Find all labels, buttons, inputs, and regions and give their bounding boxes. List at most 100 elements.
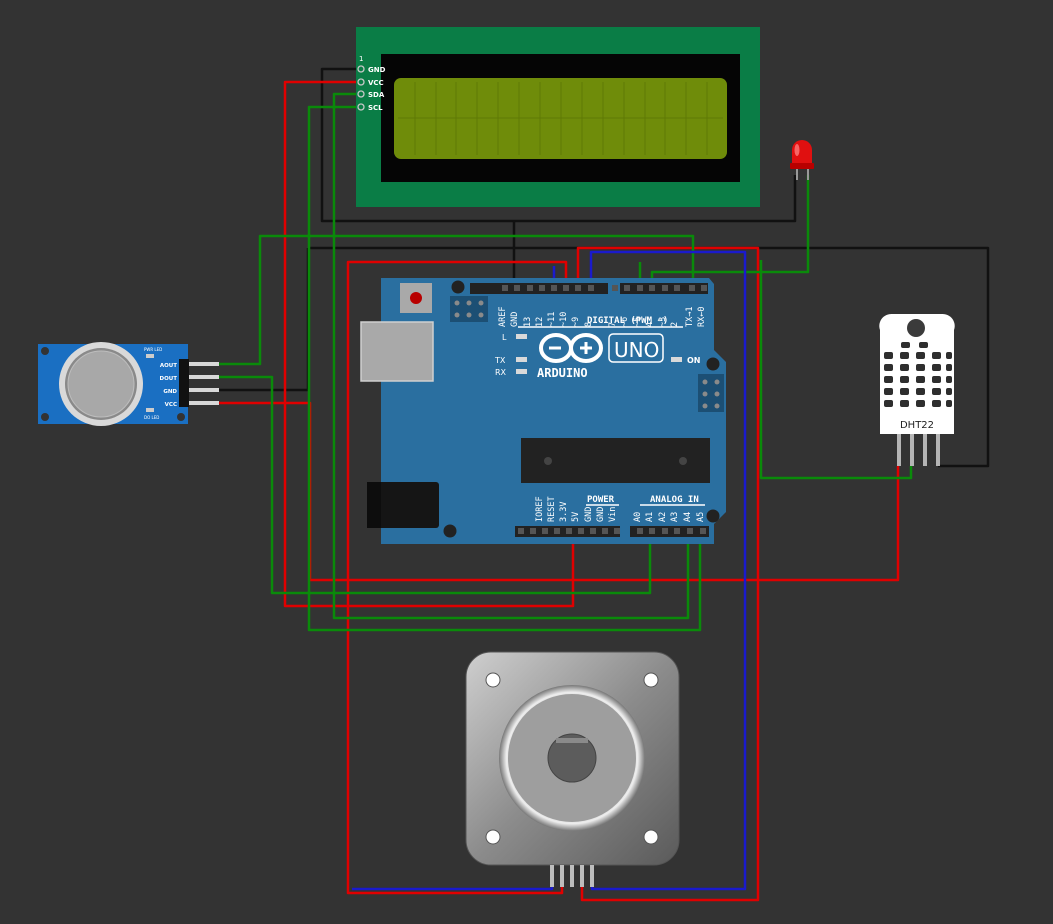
- power-jack: [369, 482, 439, 528]
- header-hole[interactable]: [649, 528, 655, 534]
- header-hole[interactable]: [689, 285, 695, 291]
- usb-connector: [360, 321, 434, 382]
- power-pin-label: GND: [596, 507, 606, 522]
- led-L: [516, 334, 527, 339]
- analog-pin-label: A3: [670, 512, 680, 522]
- lcd-pin-holes: [357, 65, 365, 111]
- lcd-char-grid: [398, 82, 723, 155]
- icsp-header-2: [698, 374, 724, 412]
- header-hole[interactable]: [590, 528, 596, 534]
- digital-pin-label: 7: [608, 322, 618, 327]
- header-hole[interactable]: [588, 285, 594, 291]
- header-hole[interactable]: [687, 528, 693, 534]
- digital-pin-label: 8: [584, 322, 594, 327]
- header-hole[interactable]: [502, 285, 508, 291]
- digital-pin-label: ~6: [620, 317, 630, 327]
- digital-pin-label: ~5: [633, 317, 643, 327]
- red-led[interactable]: [790, 140, 814, 180]
- dht-label: DHT22: [900, 420, 934, 431]
- power-header-label: POWER: [587, 495, 615, 505]
- lcd-pin-scl: SCL: [368, 104, 383, 112]
- digital-pin-label: RX←0: [697, 307, 707, 327]
- wire-gas-gnd[interactable]: [215, 248, 310, 392]
- gas-pin-aout: AOUT: [160, 363, 177, 369]
- digital-pin-label: 4: [645, 322, 655, 327]
- header-hole[interactable]: [551, 285, 557, 291]
- wire-gas-dout[interactable]: [215, 375, 652, 595]
- header-hole[interactable]: [674, 285, 680, 291]
- wire-gas-aout[interactable]: [215, 234, 695, 366]
- header-hole[interactable]: [530, 528, 536, 534]
- header-hole[interactable]: [700, 528, 706, 534]
- analog-pin-label: A0: [633, 512, 643, 522]
- header-hole[interactable]: [637, 528, 643, 534]
- power-pin-label: Vin: [608, 507, 618, 522]
- led-TX: [516, 357, 527, 362]
- wire-lcd-gnd[interactable]: [320, 67, 797, 223]
- lcd-pin1-marker: 1: [359, 55, 363, 63]
- header-hole[interactable]: [527, 285, 533, 291]
- gas-sensor-module[interactable]: PWR LED DO LED AOUT DOUT GND VCC: [38, 342, 219, 426]
- header-hole[interactable]: [539, 285, 545, 291]
- do-led-label: DO LED: [144, 415, 159, 420]
- wire-red-d10[interactable]: [346, 260, 568, 895]
- icsp-header: [450, 296, 488, 322]
- header-hole[interactable]: [662, 528, 668, 534]
- header-hole[interactable]: [602, 528, 608, 534]
- arduino-model: UNO: [614, 338, 659, 362]
- dht-pins: [897, 434, 940, 466]
- wire-blue-d8[interactable]: [589, 250, 747, 891]
- lcd-pin-sda: SDA: [368, 91, 385, 99]
- header-holes: [502, 285, 707, 534]
- analog-pin-label: A1: [645, 512, 655, 522]
- led-RX: [516, 369, 527, 374]
- analog-pin-label: A2: [658, 512, 668, 522]
- stepper-motor[interactable]: [465, 651, 680, 887]
- header-hole[interactable]: [514, 285, 520, 291]
- dht22-sensor[interactable]: DHT22: [879, 313, 955, 466]
- header-hole[interactable]: [554, 528, 560, 534]
- wire-dht-data[interactable]: [759, 260, 913, 480]
- header-hole[interactable]: [637, 285, 643, 291]
- gas-pin-gnd: GND: [163, 389, 177, 395]
- power-pin-label: 5V: [571, 512, 581, 522]
- led-TX-label: TX: [494, 356, 506, 365]
- power-pin-label: 3.3V: [559, 502, 569, 522]
- header-hole[interactable]: [649, 285, 655, 291]
- lcd-pin-gnd: GND: [368, 66, 386, 74]
- header-hole[interactable]: [563, 285, 569, 291]
- header-hole[interactable]: [612, 285, 618, 291]
- wire-lcd-scl[interactable]: [307, 105, 702, 632]
- led-ON-label: ON: [687, 356, 701, 365]
- dht-grille: [884, 342, 952, 407]
- power-pin-label: IOREF: [535, 496, 545, 522]
- header-hole[interactable]: [518, 528, 524, 534]
- digital-pin-label: TX→1: [685, 307, 695, 327]
- wire-lcd-sda[interactable]: [332, 92, 690, 620]
- motor-pins: [550, 865, 594, 887]
- power-pin-label: RESET: [547, 496, 557, 522]
- analog-pin-label: A5: [696, 512, 706, 522]
- header-hole[interactable]: [614, 528, 620, 534]
- digital-pin-label: 2: [670, 322, 680, 327]
- lcd-module[interactable]: 1 GND VCC SDA SCL: [356, 27, 760, 207]
- header-hole[interactable]: [701, 285, 707, 291]
- header-hole[interactable]: [575, 285, 581, 291]
- wire-red-d9[interactable]: [576, 246, 760, 902]
- pwr-led-label: PWR LED: [144, 347, 162, 352]
- header-hole[interactable]: [578, 528, 584, 534]
- header-hole[interactable]: [542, 528, 548, 534]
- header-hole[interactable]: [566, 528, 572, 534]
- reset-button[interactable]: [400, 283, 432, 313]
- lcd-pin-vcc: VCC: [368, 79, 384, 87]
- wire-lcd-vcc[interactable]: [283, 80, 575, 608]
- header-hole[interactable]: [624, 285, 630, 291]
- wire-blue-motor-a[interactable]: [352, 885, 554, 891]
- header-hole[interactable]: [674, 528, 680, 534]
- digital-pin-label: 12: [535, 317, 545, 327]
- header-hole[interactable]: [662, 285, 668, 291]
